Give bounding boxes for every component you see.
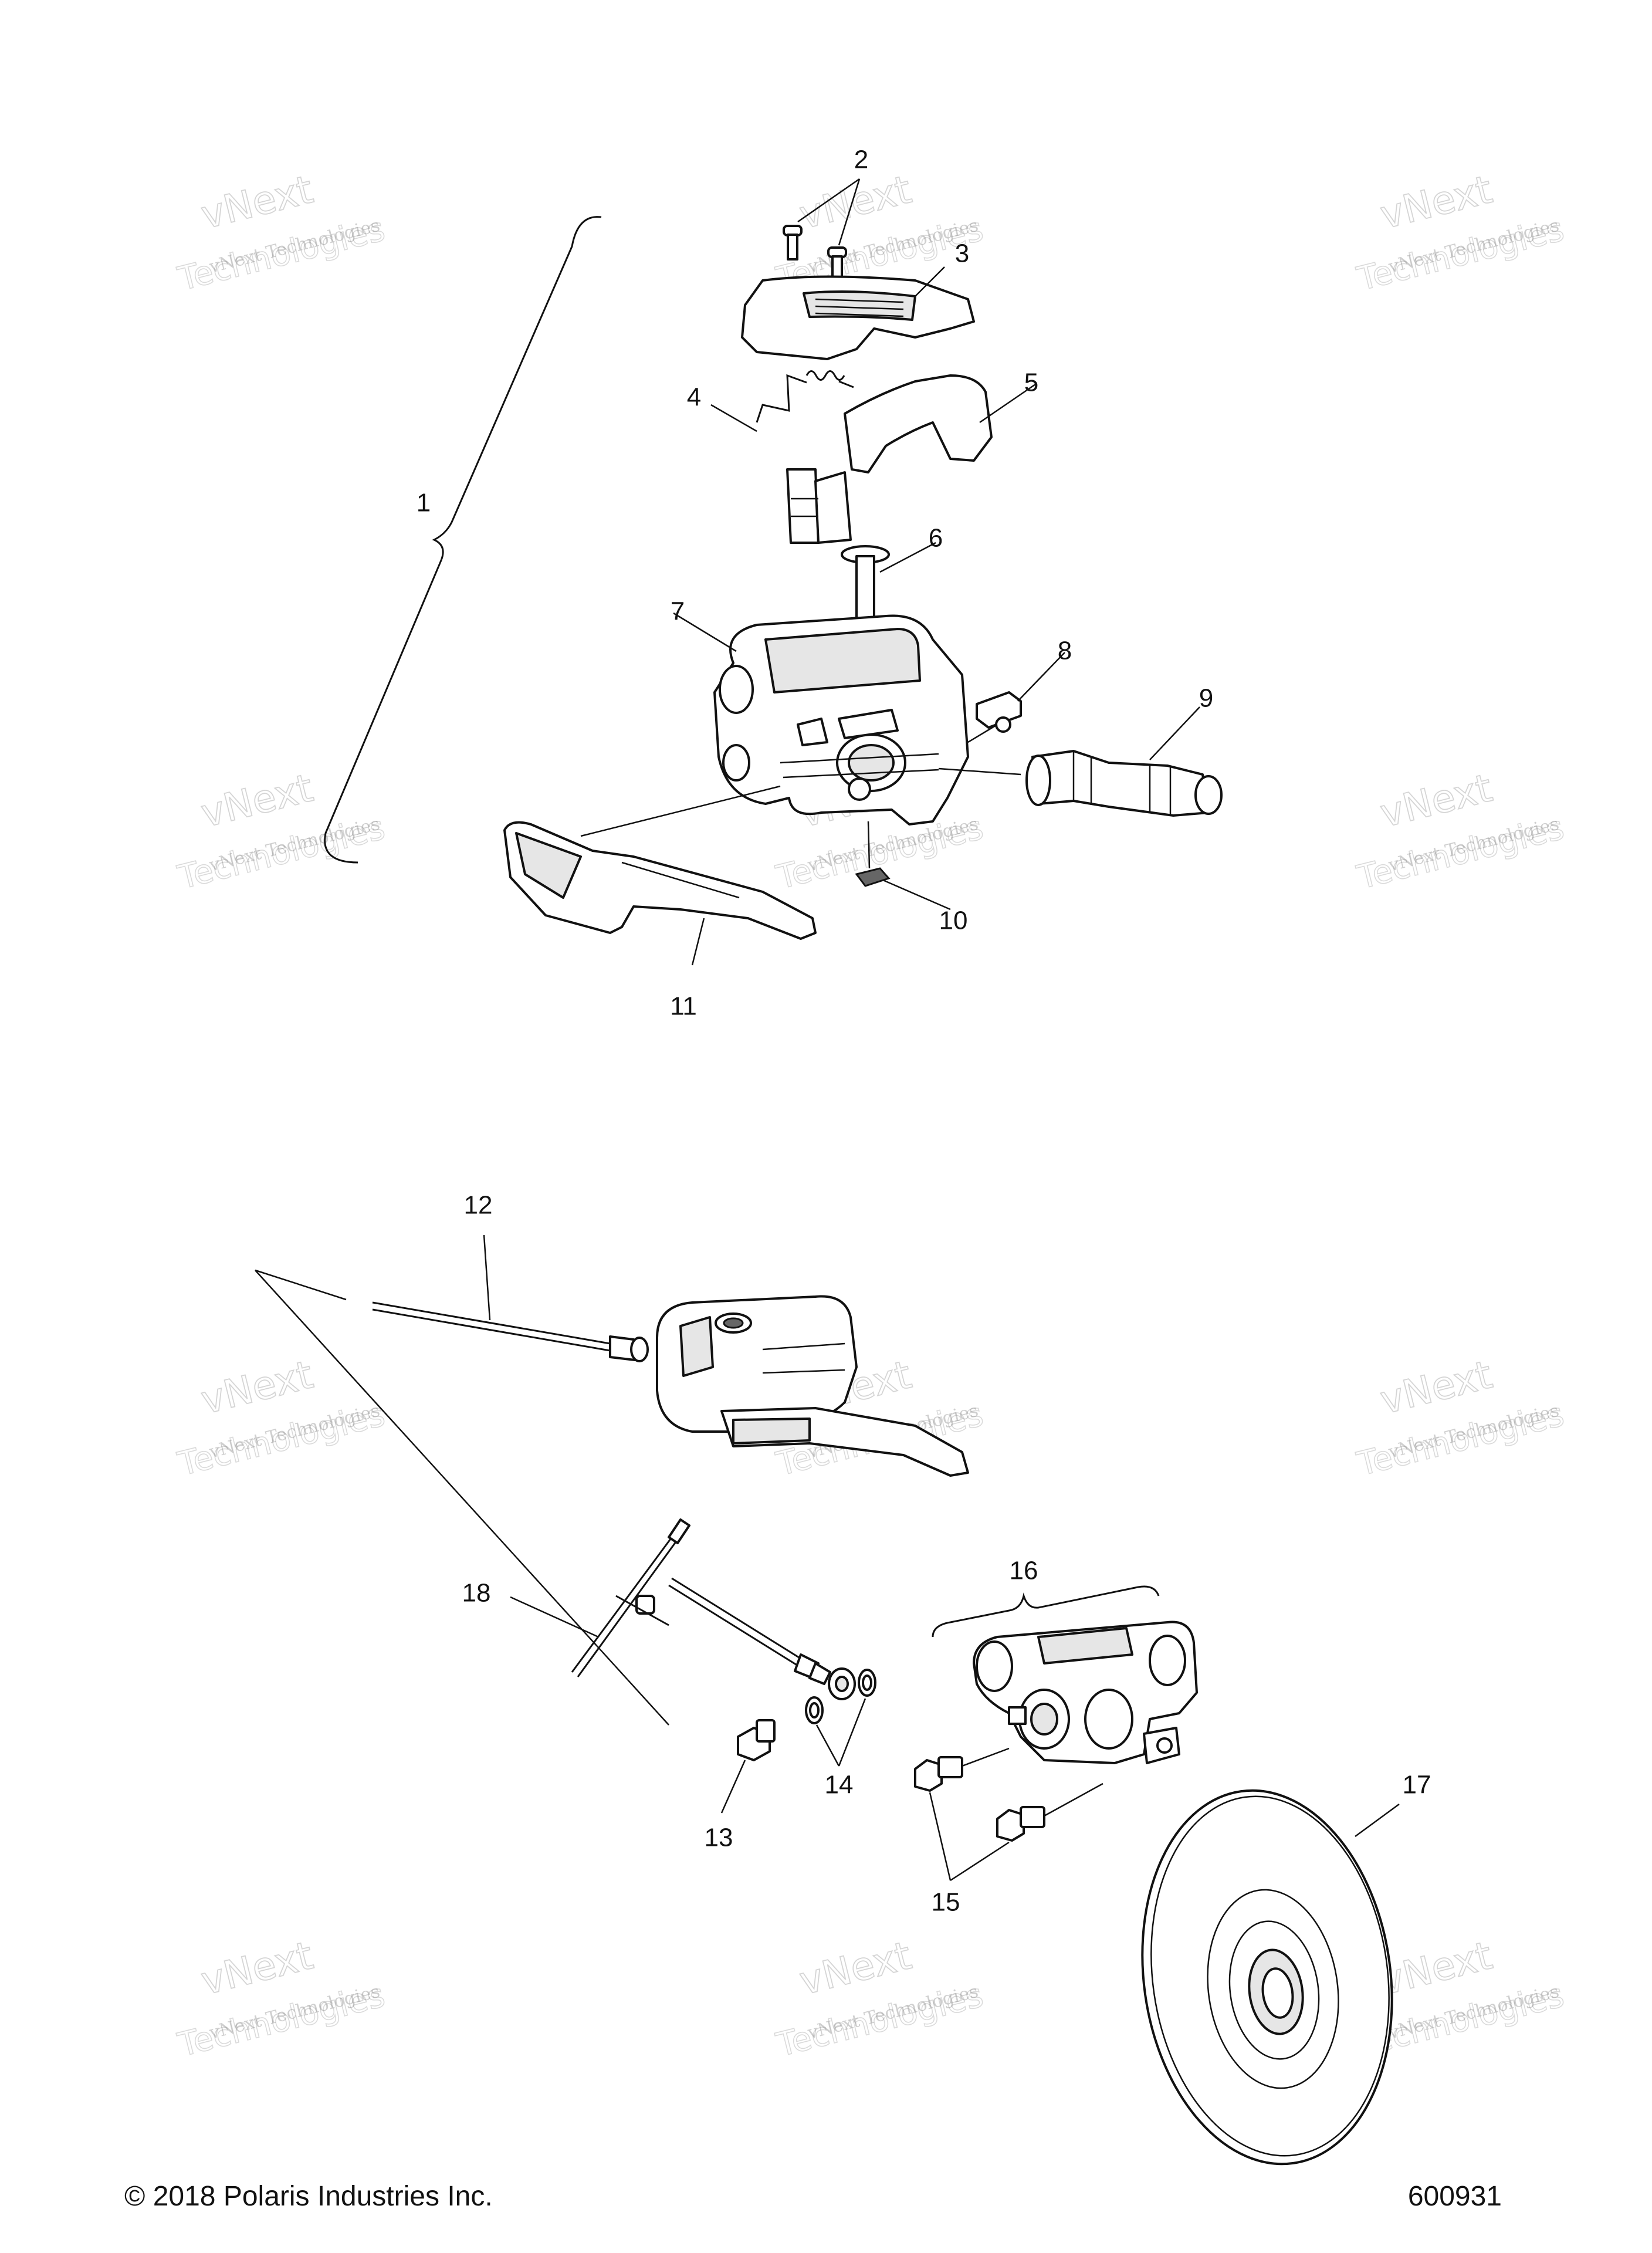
watermark-text: vNext [197, 1352, 317, 1423]
callout-1: 1 [417, 489, 431, 517]
callout-5: 5 [1024, 368, 1038, 397]
callout-13: 13 [705, 1824, 733, 1852]
screw-2a [783, 225, 803, 261]
brake-disc-17 [1141, 1789, 1393, 2166]
callout-17: 17 [1403, 1771, 1431, 1799]
watermark-text: vNext [795, 1933, 916, 2004]
brake-hose [668, 1577, 856, 1700]
callout-2: 2 [854, 146, 868, 174]
watermark-text: vNext [795, 167, 916, 238]
callout-8: 8 [1058, 637, 1072, 665]
caliper-brace-16 [932, 1585, 1160, 1638]
reservoir-cover-3 [741, 275, 975, 360]
drawing-number: 600931 [1407, 2181, 1502, 2212]
caliper-bolt-15a [914, 1756, 963, 1792]
callout-6: 6 [929, 524, 943, 553]
callout-7: 7 [671, 597, 685, 626]
caliper-16 [973, 1621, 1198, 1764]
retaining-clip-10 [855, 867, 891, 887]
watermark-text: vNext [197, 765, 317, 836]
caliper-bolt-15b [996, 1806, 1045, 1842]
screw-2b [827, 246, 847, 282]
watermark-text: vNext [1376, 167, 1497, 238]
callout-10: 10 [939, 906, 968, 935]
piston-9 [1025, 750, 1223, 817]
watermark-text: vNext [1376, 1933, 1497, 2004]
watermark-text: vNext [197, 167, 317, 238]
callout-3: 3 [955, 239, 969, 268]
return-spring-4 [756, 370, 854, 423]
callout-15: 15 [932, 1888, 960, 1917]
assembly-brace-1 [324, 216, 602, 864]
watermark-text: vNext [1376, 1352, 1497, 1423]
brake-line-12 [255, 1269, 669, 1726]
parking-lever-5 [786, 374, 993, 544]
crush-washers-14 [805, 1669, 876, 1724]
callout-18: 18 [462, 1579, 491, 1608]
callout-11: 11 [670, 992, 697, 1021]
brake-lever-11 [503, 821, 817, 940]
banjo-bolt-13 [737, 1719, 776, 1761]
watermark-text: vNext [1376, 765, 1497, 836]
line-clamp-18 [571, 1518, 690, 1677]
watermark-text: vNext [197, 1933, 317, 2004]
callout-14: 14 [825, 1771, 854, 1799]
callout-4: 4 [687, 383, 701, 412]
callout-16: 16 [1010, 1557, 1038, 1585]
callout-9: 9 [1199, 684, 1213, 713]
master-cylinder-assembled [656, 1295, 969, 1477]
callout-12: 12 [464, 1191, 493, 1220]
brake-switch-8 [976, 691, 1022, 733]
master-cylinder-body-7 [713, 614, 969, 826]
copyright-notice: © 2018 Polaris Industries Inc. [124, 2181, 493, 2212]
